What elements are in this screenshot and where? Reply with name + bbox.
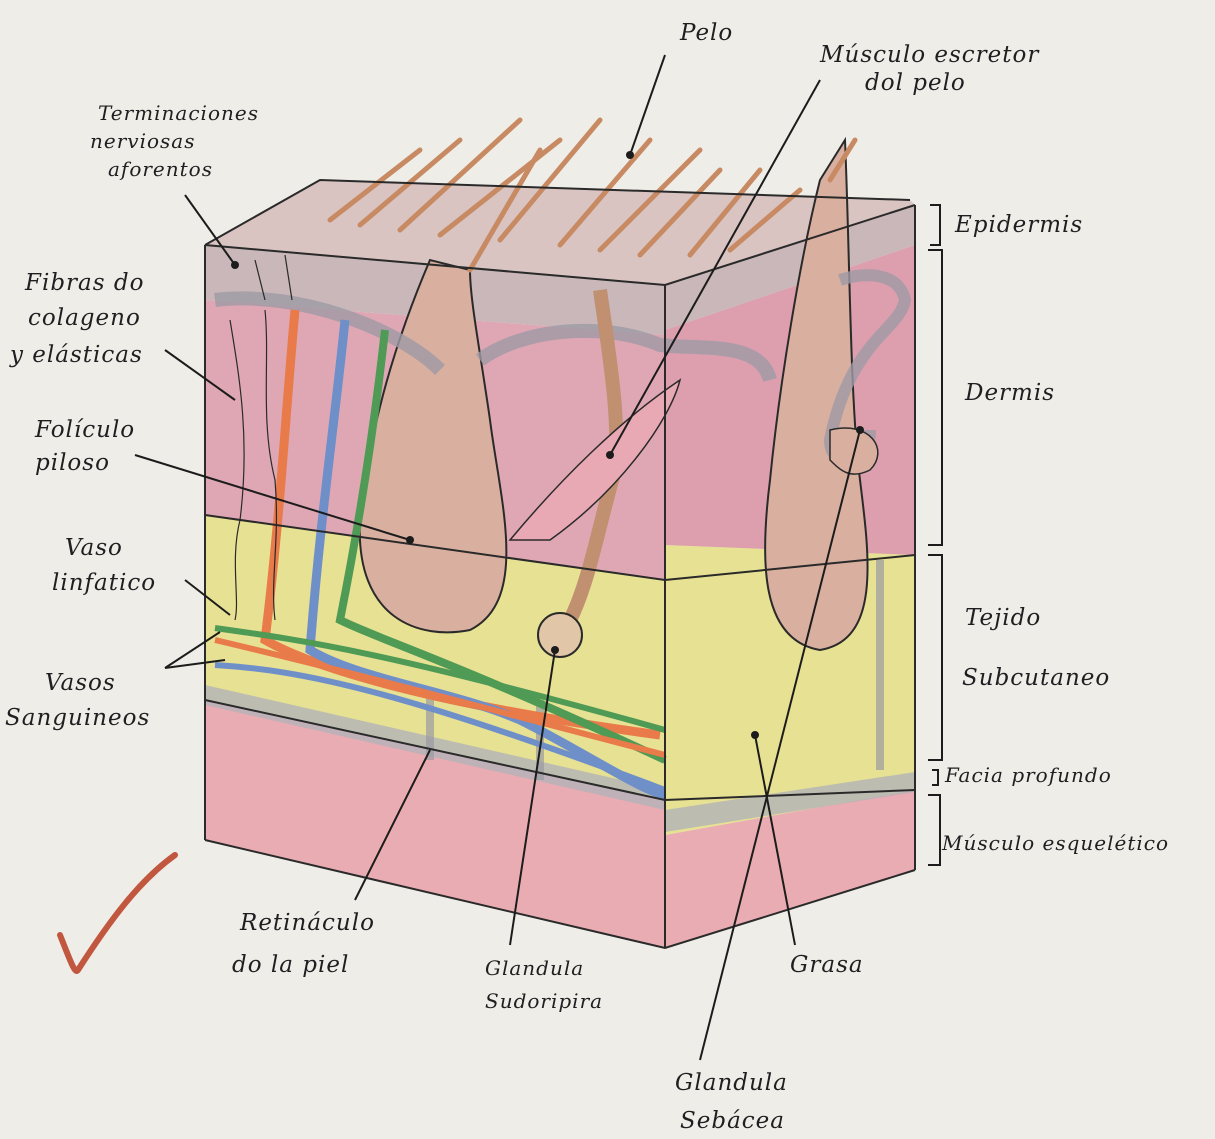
label-vasos-sanguineos-1: Vasos <box>45 670 116 696</box>
label-foliculo-2: piloso <box>35 450 110 476</box>
label-tejido-2: Subcutaneo <box>962 665 1110 691</box>
label-terminaciones-2: nerviosas <box>90 129 195 153</box>
label-glandula-sudoripara-1: Glandula <box>485 956 584 980</box>
label-musculo-erector-2: dol pelo <box>865 70 966 96</box>
label-glandula-sudoripara-2: Sudoripira <box>485 989 603 1013</box>
label-facia-profunda: Facia profundo <box>944 763 1112 787</box>
label-grasa: Grasa <box>790 952 864 978</box>
label-musculo-esqueletico: Músculo esquelético <box>941 831 1169 855</box>
label-pelo: Pelo <box>679 20 733 46</box>
sweat-gland <box>538 613 582 657</box>
label-vaso-linfatico-2: linfatico <box>52 570 156 596</box>
label-foliculo-1: Folículo <box>34 417 135 443</box>
check-mark <box>60 855 175 971</box>
label-retinaculo-2: do la piel <box>232 952 349 978</box>
layer-brackets <box>928 205 942 865</box>
label-vasos-sanguineos-2: Sanguineos <box>5 705 150 731</box>
label-vaso-linfatico-1: Vaso <box>65 535 123 561</box>
label-fibras-1: Fibras do <box>24 270 144 296</box>
label-tejido-1: Tejido <box>965 605 1041 631</box>
label-fibras-2: colageno <box>28 305 141 331</box>
label-terminaciones-3: aforentos <box>108 157 213 181</box>
label-glandula-sebacea-2: Sebácea <box>680 1108 785 1134</box>
label-musculo-erector-1: Músculo escretor <box>819 42 1040 68</box>
label-glandula-sebacea-1: Glandula <box>675 1070 788 1096</box>
label-retinaculo-1: Retináculo <box>239 910 375 936</box>
label-dermis: Dermis <box>964 380 1055 406</box>
label-fibras-3: y elásticas <box>9 342 143 368</box>
label-terminaciones-1: Terminaciones <box>98 101 259 125</box>
label-epidermis: Epidermis <box>954 212 1083 238</box>
